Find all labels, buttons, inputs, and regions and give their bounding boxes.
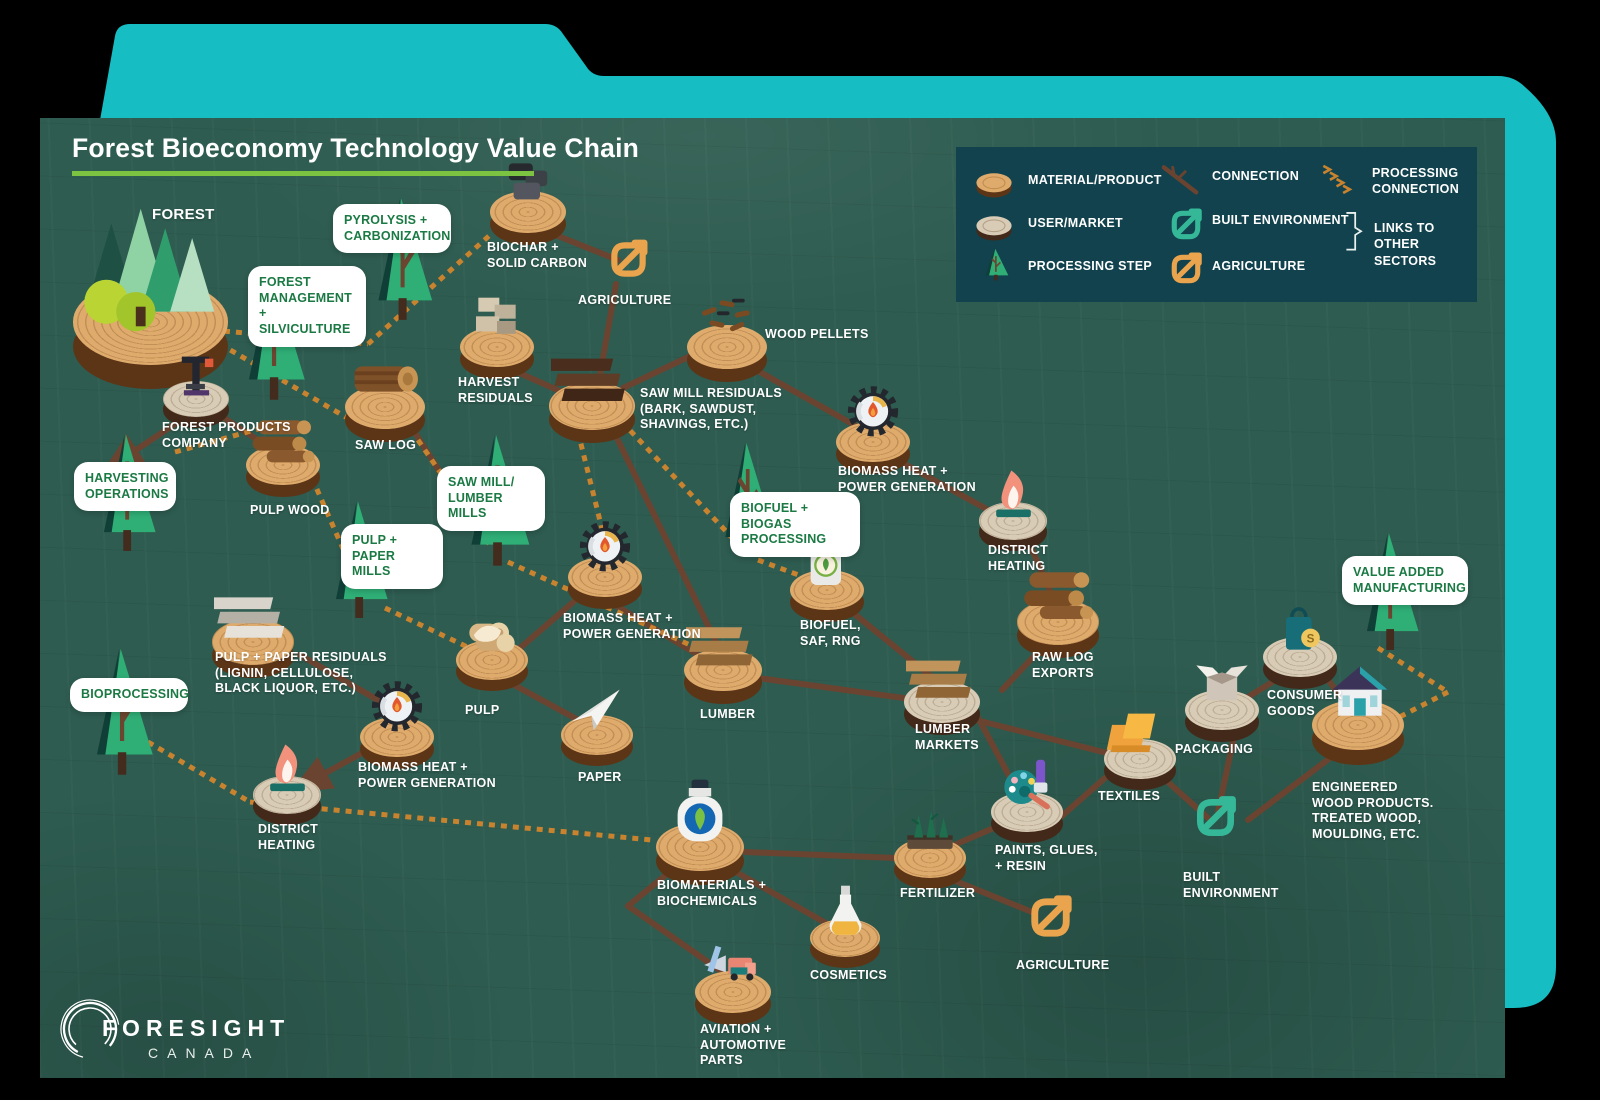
legend-panel [956,147,1477,302]
page-title: Forest Bioeconomy Technology Value Chain [72,133,640,163]
title-underline [72,171,534,176]
logo-name: FORESIGHT [102,1015,291,1041]
foresight-logo: FORESIGHT CANADA [58,993,284,1068]
page-title-block: Forest Bioeconomy Technology Value Chain [72,133,639,176]
logo-sub: CANADA [148,1045,261,1061]
